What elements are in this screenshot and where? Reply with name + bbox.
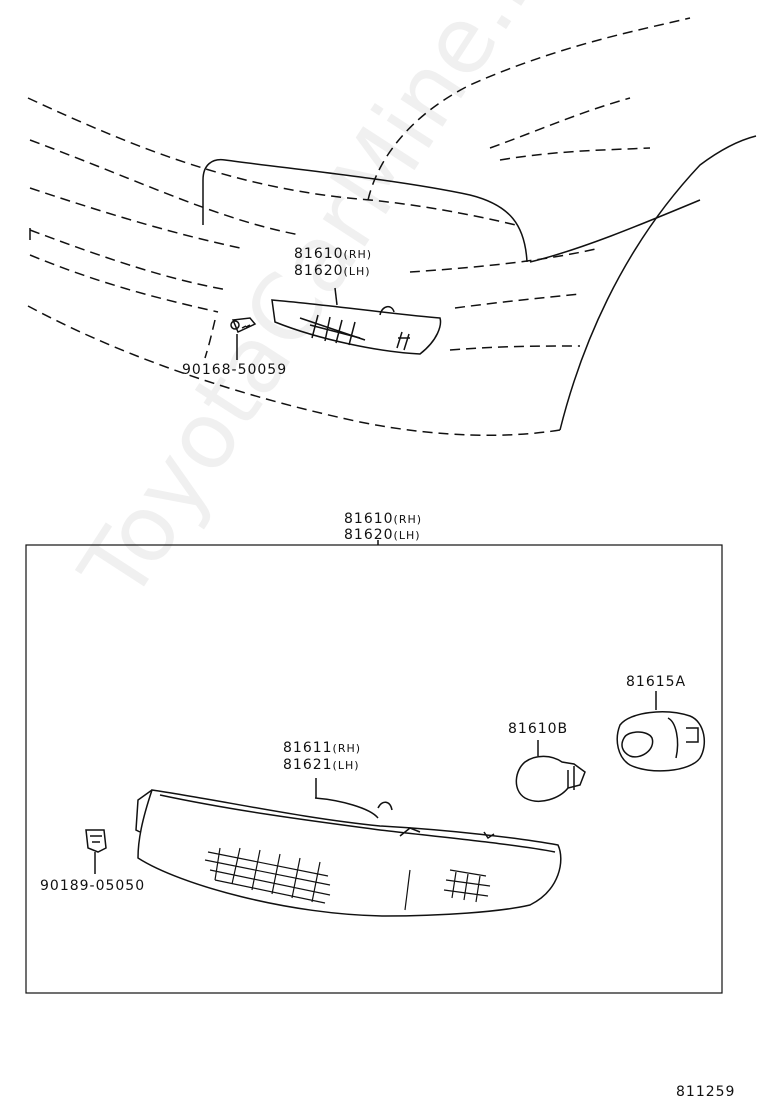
label-socket: 81615A — [626, 674, 687, 690]
lens-grid-right — [404, 869, 491, 911]
bulb-socket-81615a — [616, 691, 706, 772]
clip-90189-05050 — [85, 829, 107, 874]
label-assy-lh: 81620(LH) — [344, 527, 421, 543]
bulb-81610b — [515, 740, 586, 802]
label-lamp-rh: 81610(RH) — [294, 246, 373, 262]
lens-81611-81621 — [135, 778, 562, 917]
lens-grid-left — [204, 847, 331, 904]
car-body-outline — [27, 17, 691, 436]
screw-90168-50059 — [230, 317, 257, 360]
label-lens-rh: 81611(RH) — [283, 740, 362, 756]
label-clip: 90189-05050 — [40, 878, 146, 894]
label-lamp-lh: 81620(LH) — [294, 263, 371, 279]
label-assy-rh: 81610(RH) — [344, 511, 423, 527]
car-body-solid-lines — [29, 135, 757, 431]
label-screw: 90168-50059 — [182, 362, 288, 378]
label-lens-lh: 81621(LH) — [283, 757, 360, 773]
label-bulb: 81610B — [508, 721, 569, 737]
front-lamp-installed — [271, 287, 442, 355]
leader-curve — [204, 319, 216, 359]
diagram-code: 811259 — [676, 1084, 736, 1100]
detail-frame — [25, 544, 723, 994]
